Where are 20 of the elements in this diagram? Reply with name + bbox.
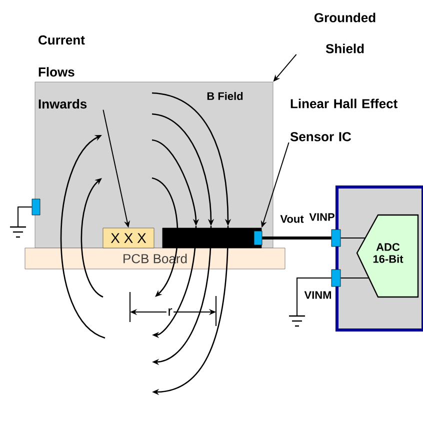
pin-label: VINP <box>309 213 334 221</box>
adc-block: ADC 16-Bit <box>356 214 419 298</box>
dimension-label: r <box>168 308 172 316</box>
wire <box>18 206 32 228</box>
callout-text: Linear Hall Effect Sensor IC <box>290 98 398 142</box>
sensor-chip <box>162 228 262 248</box>
callout-text: Grounded Shield <box>314 12 376 54</box>
wire <box>262 236 332 240</box>
pin-label: VINM <box>304 291 332 299</box>
callout-text: Current Flows Inwards <box>38 35 87 109</box>
ground-symbol <box>289 315 305 327</box>
wire <box>296 278 332 316</box>
terminal-pin <box>331 269 341 287</box>
ground-symbol <box>10 226 26 238</box>
edge-label: Vout <box>280 215 304 223</box>
terminal-pin <box>254 230 262 246</box>
terminal-pin <box>32 198 40 216</box>
terminal-pin <box>331 229 341 247</box>
conductor-box: X X X <box>102 228 154 248</box>
field-label: B Field <box>207 92 243 100</box>
